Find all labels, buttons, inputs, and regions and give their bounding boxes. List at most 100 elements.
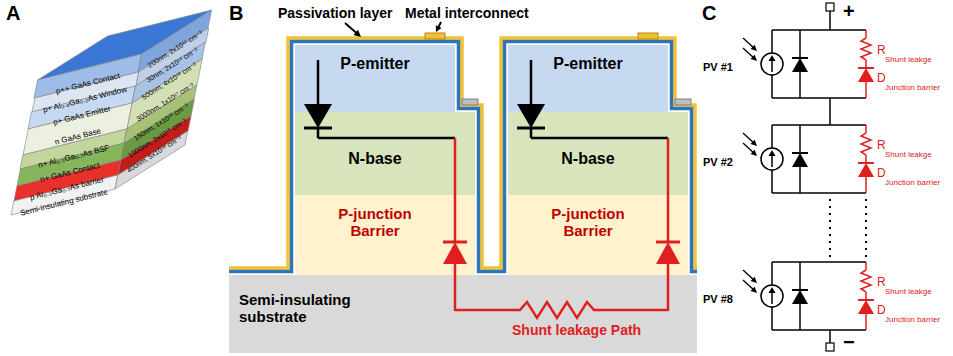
emitter-region: P-emitter bbox=[295, 45, 455, 112]
circuit-wire bbox=[771, 307, 773, 330]
circuit-wire bbox=[771, 75, 773, 98]
emitter-fill bbox=[295, 45, 455, 112]
diode-wire bbox=[530, 60, 533, 105]
diode-symbol bbox=[792, 153, 808, 167]
component-symbol-letter: D bbox=[877, 304, 886, 318]
metal-pad bbox=[425, 33, 445, 39]
base-fill bbox=[508, 112, 688, 195]
component-subscript: Shunt leakge bbox=[885, 150, 932, 159]
light-arrow-head bbox=[751, 140, 757, 146]
base-region: N-base bbox=[295, 112, 475, 195]
diode-wire bbox=[318, 137, 455, 140]
light-arrow-head bbox=[751, 150, 757, 156]
component-symbol-letter: R bbox=[877, 44, 886, 58]
leakage-wire bbox=[667, 263, 670, 311]
metal-pad bbox=[638, 33, 658, 39]
region-label: P-emitter bbox=[340, 55, 409, 73]
diode-wire bbox=[317, 128, 320, 138]
shunt-resistor-path bbox=[455, 302, 668, 318]
current-arrow bbox=[771, 292, 773, 304]
callout-label: Metal interconnect bbox=[405, 5, 529, 21]
circuit-wire bbox=[771, 262, 773, 285]
junction-diode-bar bbox=[443, 241, 467, 244]
current-arrow-head bbox=[769, 287, 776, 293]
terminal-symbol bbox=[826, 343, 834, 351]
diode-bar bbox=[858, 299, 874, 301]
callout-label: Passivation layer bbox=[278, 5, 392, 21]
panel-letter: A bbox=[6, 2, 20, 25]
shunt-wire bbox=[865, 262, 867, 270]
layer-outline bbox=[11, 131, 188, 215]
barrier-fill bbox=[295, 195, 475, 275]
base-fill bbox=[295, 112, 475, 195]
diode-symbol bbox=[858, 68, 874, 82]
circuit-wire bbox=[772, 97, 866, 99]
circuit-wire bbox=[772, 261, 866, 263]
leader-arrow-head bbox=[436, 25, 442, 32]
light-arrow bbox=[743, 133, 753, 143]
diode-symbol bbox=[792, 290, 808, 304]
panel-letter: C bbox=[702, 2, 716, 25]
emitter-region: P-emitter bbox=[508, 45, 668, 112]
path-label: Shunt leakage Path bbox=[512, 322, 641, 338]
junction-diode-symbol bbox=[656, 242, 680, 264]
junction-diode-symbol bbox=[443, 242, 467, 264]
barrier-fill bbox=[508, 195, 688, 275]
component-symbol-letter: D bbox=[877, 167, 886, 181]
resistor-symbol bbox=[861, 133, 871, 155]
diode-bar bbox=[858, 162, 874, 164]
diode-wire bbox=[531, 137, 668, 140]
current-arrow-head bbox=[769, 55, 776, 61]
emitter-fill bbox=[508, 45, 668, 112]
shunt-wire bbox=[865, 292, 867, 300]
component-symbol-letter: R bbox=[877, 139, 886, 153]
region-label: Semi-insulating substrate bbox=[239, 291, 364, 326]
region-label: N-base bbox=[348, 150, 401, 168]
component-subscript: Shunt leakge bbox=[885, 55, 932, 64]
light-arrow bbox=[743, 48, 753, 58]
region-label: P-junction Barrier bbox=[325, 205, 425, 240]
diode-bar bbox=[792, 152, 808, 154]
resistor-symbol bbox=[861, 38, 871, 60]
component-symbol-letter: D bbox=[877, 72, 886, 86]
diode-bar bbox=[858, 67, 874, 69]
circuit-wire bbox=[772, 124, 866, 126]
circuit-wire bbox=[829, 11, 831, 30]
current-source-symbol bbox=[761, 285, 783, 307]
diode-symbol bbox=[517, 104, 545, 128]
barrier-region: P-junction Barrier bbox=[508, 195, 688, 275]
diode-symbol bbox=[858, 300, 874, 314]
region-label: P-emitter bbox=[553, 55, 622, 73]
barrier-region: P-junction Barrier bbox=[295, 195, 475, 275]
shunt-wire bbox=[865, 30, 867, 38]
panel-letter: B bbox=[229, 2, 243, 25]
circuit-wire bbox=[829, 330, 831, 343]
substrate-block: Semi-insulating substrate bbox=[229, 275, 697, 353]
terminal-sign: + bbox=[843, 0, 855, 23]
diode-wire bbox=[530, 128, 533, 138]
leakage-wire bbox=[454, 138, 457, 243]
current-arrow bbox=[771, 60, 773, 72]
circuit-wire bbox=[772, 329, 866, 331]
leakage-wire bbox=[667, 138, 670, 243]
leader-arrow bbox=[345, 23, 356, 33]
circuit-wire bbox=[771, 30, 773, 53]
circuit-wire bbox=[829, 98, 831, 125]
light-arrow bbox=[743, 280, 753, 290]
component-subscript: Shunt leakge bbox=[885, 287, 932, 296]
component-subscript: Junction barrier bbox=[885, 178, 940, 187]
terminal-symbol bbox=[826, 3, 834, 11]
circuit-wire bbox=[771, 125, 773, 148]
diode-bar bbox=[792, 57, 808, 59]
light-arrow-head bbox=[751, 55, 757, 61]
component-symbol-letter: R bbox=[877, 276, 886, 290]
diode-bar bbox=[792, 289, 808, 291]
cell-label: PV #2 bbox=[703, 156, 733, 169]
light-arrow bbox=[743, 38, 753, 48]
cell-label: PV #8 bbox=[703, 293, 733, 306]
shunt-wire bbox=[865, 155, 867, 163]
shunt-wire bbox=[865, 314, 867, 330]
cell-label: PV #1 bbox=[703, 61, 733, 74]
contact-pad bbox=[675, 99, 691, 105]
